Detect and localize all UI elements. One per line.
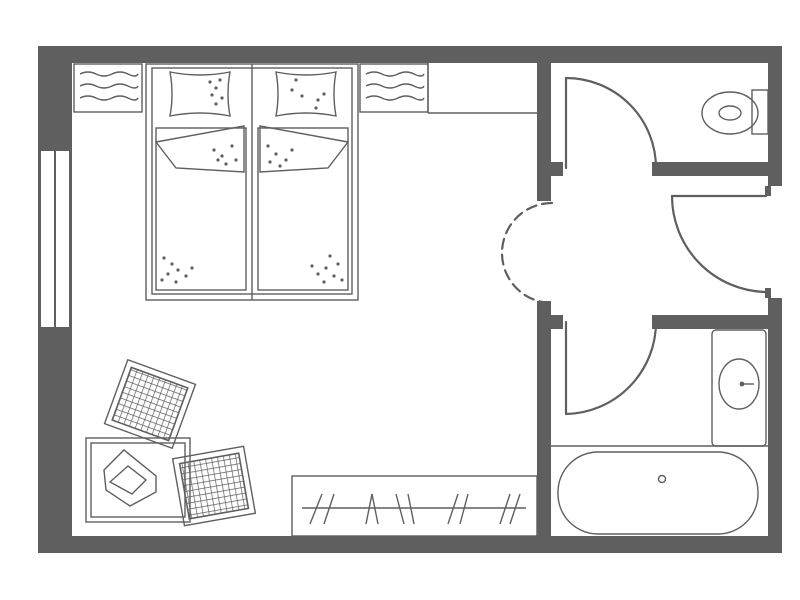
desk-chair (103, 449, 157, 507)
interior-walls (537, 63, 771, 536)
top-shelf (427, 63, 537, 114)
nightstand (73, 63, 143, 113)
window (39, 149, 71, 329)
bedroom-door-dashed (500, 201, 554, 305)
desk (85, 437, 191, 523)
double-bed (145, 63, 359, 301)
armchair (171, 445, 257, 527)
wardrobe (291, 475, 538, 537)
nightstand (359, 63, 429, 113)
exterior-walls (38, 46, 782, 553)
toilet-door (564, 76, 658, 170)
sink (711, 329, 767, 447)
pillow (275, 71, 337, 117)
bathtub (551, 445, 768, 535)
armchair (103, 358, 197, 450)
toilet (701, 89, 769, 135)
bathroom-door (564, 320, 658, 416)
entrance-door (670, 194, 768, 294)
pillow (169, 71, 231, 117)
